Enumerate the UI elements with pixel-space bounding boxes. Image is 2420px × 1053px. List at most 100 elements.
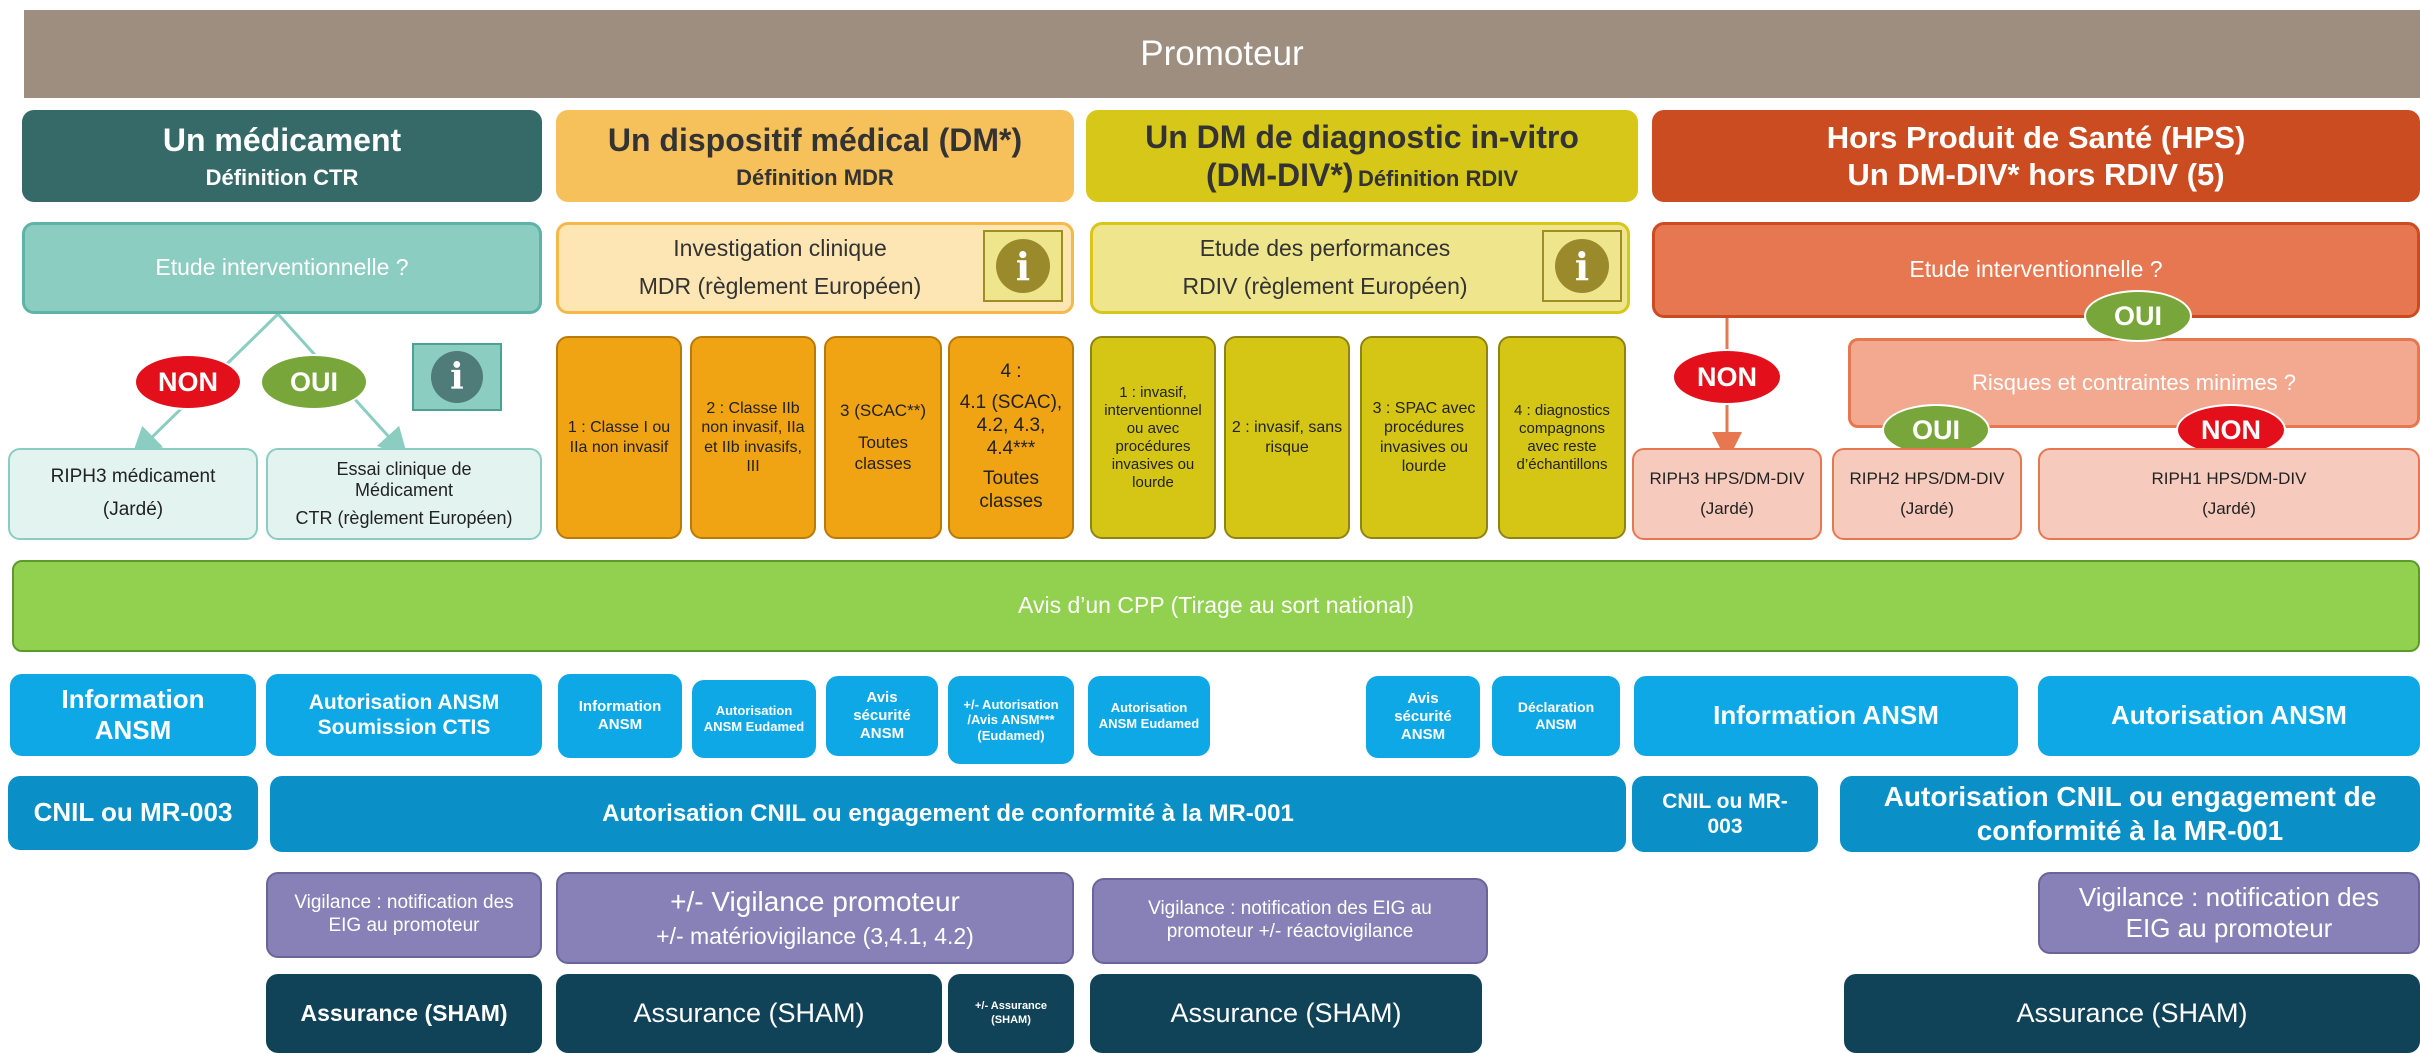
- ansm-dm-3: Avis sécurité ANSM: [826, 676, 938, 756]
- outcome-riph1-hps-line1: RIPH1 HPS/DM-DIV: [2151, 468, 2307, 488]
- vigilance-dmdiv: Vigilance : notification des EIG au prom…: [1092, 878, 1488, 964]
- ansm-auth-medicament-line2: Soumission CTIS: [317, 716, 491, 739]
- dm-class-1: 1 : Classe I ou IIa non invasif: [556, 336, 682, 539]
- assurance-dmdiv-text: Assurance (SHAM): [1170, 998, 1402, 1029]
- dm-class-2: 2 : Classe IIb non invasif, IIa et IIb i…: [690, 336, 816, 539]
- oui-pill-hps: OUI: [2084, 290, 2192, 342]
- ansm-dm-1: Information ANSM: [558, 674, 682, 758]
- assurance-hps-text: Assurance (SHAM): [2016, 998, 2248, 1029]
- outcome-riph2-hps: RIPH2 HPS/DM-DIV (Jardé): [1832, 448, 2022, 540]
- question-dmdiv-line2: RDIV (règlement Européen): [1182, 273, 1468, 299]
- vigilance-dm-line1: +/- Vigilance promoteur: [670, 886, 960, 918]
- dmdiv-class-4-text: 4 : diagnostics compagnons avec reste d’…: [1514, 401, 1610, 473]
- non-pill-medicament: NON: [134, 354, 242, 410]
- vigilance-hps-text: Vigilance : notification des EIG au prom…: [2078, 881, 2380, 943]
- outcome-riph3-medicament: RIPH3 médicament (Jardé): [8, 448, 258, 540]
- dmdiv-class-2-text: 2 : invasif, sans risque: [1231, 419, 1343, 456]
- question-dm-line1: Investigation clinique: [673, 235, 887, 262]
- outcome-riph3-hps: RIPH3 HPS/DM-DIV (Jardé): [1632, 448, 1822, 540]
- oui-pill-label: OUI: [1911, 414, 1960, 445]
- cnil-hps-small: CNIL ou MR-003: [1632, 776, 1818, 852]
- category-hps: Hors Produit de Santé (HPS) Un DM-DIV* h…: [1652, 110, 2420, 202]
- ansm-info-hps-text: Information ANSM: [1713, 700, 1939, 731]
- assurance-dm-small: +/- Assurance (SHAM): [948, 974, 1074, 1053]
- ansm-dmdiv-1: Autorisation ANSM Eudamed: [1088, 676, 1210, 756]
- vigilance-dm-line2: +/- matériovigilance (3,4.1, 4.2): [656, 923, 974, 949]
- oui-pill-label: OUI: [289, 366, 338, 397]
- info-icon: i: [1555, 239, 1609, 293]
- question-hps-risks-text: Risques et contraintes minimes ?: [1971, 369, 2297, 395]
- cnil-hps-main: Autorisation CNIL ou engagement de confo…: [1840, 776, 2420, 852]
- non-pill-label: NON: [2201, 414, 2261, 445]
- ansm-dmdiv-1-text: Autorisation ANSM Eudamed: [1098, 700, 1200, 731]
- assurance-dm-small-text: +/- Assurance (SHAM): [974, 1000, 1048, 1026]
- vigilance-dmdiv-text: Vigilance : notification des EIG au prom…: [1148, 898, 1432, 942]
- ansm-auth-medicament-line1: Autorisation ANSM: [308, 690, 500, 714]
- outcome-essai-line1: Essai clinique de: [336, 458, 472, 479]
- outcome-riph1-hps: RIPH1 HPS/DM-DIV (Jardé): [2038, 448, 2420, 540]
- category-dm: Un dispositif médical (DM*) Définition M…: [556, 110, 1074, 202]
- outcome-riph3-hps-line1: RIPH3 HPS/DM-DIV: [1649, 468, 1805, 488]
- cnil-hps-main-text: Autorisation CNIL ou engagement de confo…: [1883, 781, 2377, 846]
- info-icon: i: [431, 351, 483, 403]
- category-dm-sub: Définition MDR: [736, 165, 894, 190]
- info-box-dm[interactable]: i: [983, 230, 1063, 302]
- assurance-medicament: Assurance (SHAM): [266, 974, 542, 1053]
- ansm-dmdiv-4-text: Déclaration ANSM: [1517, 699, 1595, 732]
- ansm-dm-4: +/- Autorisation /Avis ANSM*** (Eudamed): [948, 676, 1074, 764]
- non-pill-label: NON: [1697, 361, 1757, 392]
- info-icon: i: [996, 239, 1050, 293]
- cnil-medicament: CNIL ou MR-003: [8, 776, 258, 850]
- dmdiv-class-4: 4 : diagnostics compagnons avec reste d’…: [1498, 336, 1626, 539]
- outcome-riph2-hps-line1: RIPH2 HPS/DM-DIV: [1849, 468, 2005, 488]
- dmdiv-class-2: 2 : invasif, sans risque: [1224, 336, 1350, 539]
- info-box-dmdiv[interactable]: i: [1542, 230, 1622, 302]
- ansm-info-hps: Information ANSM: [1634, 676, 2018, 756]
- dm-class-3-text: 3 (SCAC**): [840, 400, 926, 420]
- dm-class-4: 4 : 4.1 (SCAC), 4.2, 4.3, 4.4*** Toutes …: [948, 336, 1074, 539]
- category-dmdiv: Un DM de diagnostic in-vitro (DM-DIV*) D…: [1086, 110, 1638, 202]
- category-hps-title: Hors Produit de Santé (HPS): [1826, 119, 2246, 155]
- ansm-info-medicament-text: Information ANSM: [61, 683, 205, 745]
- header-title: Promoteur: [1140, 34, 1304, 73]
- non-pill-label: NON: [158, 366, 218, 397]
- ansm-dmdiv-3-text: Avis sécurité ANSM: [1394, 690, 1452, 743]
- question-medicament-text: Etude interventionnelle ?: [155, 254, 409, 281]
- outcome-riph3-medicament-line2: (Jardé): [102, 499, 164, 520]
- dmdiv-class-3: 3 : SPAC avec procédures invasives ou lo…: [1360, 336, 1488, 539]
- non-pill-hps: NON: [1672, 349, 1782, 405]
- ansm-dm-4-text: +/- Autorisation /Avis ANSM*** (Eudamed): [963, 696, 1059, 743]
- oui-pill-label: OUI: [2113, 300, 2162, 331]
- non-pill-hps-risks: NON: [2176, 404, 2286, 456]
- ansm-auth-medicament: Autorisation ANSM Soumission CTIS: [266, 674, 542, 756]
- dm-class-4-text3: Toutes classes: [979, 468, 1043, 513]
- question-medicament: Etude interventionnelle ?: [22, 222, 542, 314]
- vigilance-dm: +/- Vigilance promoteur +/- matériovigil…: [556, 872, 1074, 964]
- question-hps-text: Etude interventionnelle ?: [1909, 256, 2163, 283]
- outcome-riph3-medicament-line1: RIPH3 médicament: [50, 466, 216, 488]
- cnil-main-text: Autorisation CNIL ou engagement de confo…: [602, 799, 1294, 827]
- category-medicament: Un médicament Définition CTR: [22, 110, 542, 202]
- category-medicament-sub: Définition CTR: [205, 165, 359, 190]
- info-box-medicament[interactable]: i: [412, 343, 502, 411]
- ansm-dmdiv-3: Avis sécurité ANSM: [1366, 676, 1480, 758]
- dmdiv-class-1-text: 1 : invasif, interventionnel ou avec pro…: [1104, 383, 1202, 491]
- ansm-info-medicament: Information ANSM: [10, 674, 256, 756]
- oui-pill-hps-risks: OUI: [1882, 404, 1990, 456]
- category-medicament-title: Un médicament: [162, 121, 402, 158]
- cnil-hps-small-text: CNIL ou MR-003: [1662, 789, 1788, 838]
- ansm-dm-3-text: Avis sécurité ANSM: [853, 689, 911, 742]
- header-bar: Promoteur: [24, 10, 2420, 98]
- dm-class-2-text: 2 : Classe IIb non invasif, IIa et IIb i…: [701, 400, 805, 475]
- dmdiv-class-3-text: 3 : SPAC avec procédures invasives ou lo…: [1372, 400, 1476, 475]
- ansm-dm-2: Autorisation ANSM Eudamed: [692, 680, 816, 758]
- outcome-riph2-hps-line2: (Jardé): [1900, 499, 1954, 518]
- vigilance-medicament: Vigilance : notification des EIG au prom…: [266, 872, 542, 958]
- category-dmdiv-title: Un DM de diagnostic in-vitro: [1145, 118, 1579, 155]
- assurance-dm-text: Assurance (SHAM): [633, 998, 865, 1029]
- outcome-essai-line2: Médicament: [354, 480, 454, 501]
- category-dmdiv-sub: Définition RDIV: [1357, 166, 1519, 191]
- cnil-main: Autorisation CNIL ou engagement de confo…: [270, 776, 1626, 852]
- category-dmdiv-title2: (DM-DIV*): [1205, 157, 1354, 193]
- category-dm-title: Un dispositif médical (DM*): [607, 121, 1023, 158]
